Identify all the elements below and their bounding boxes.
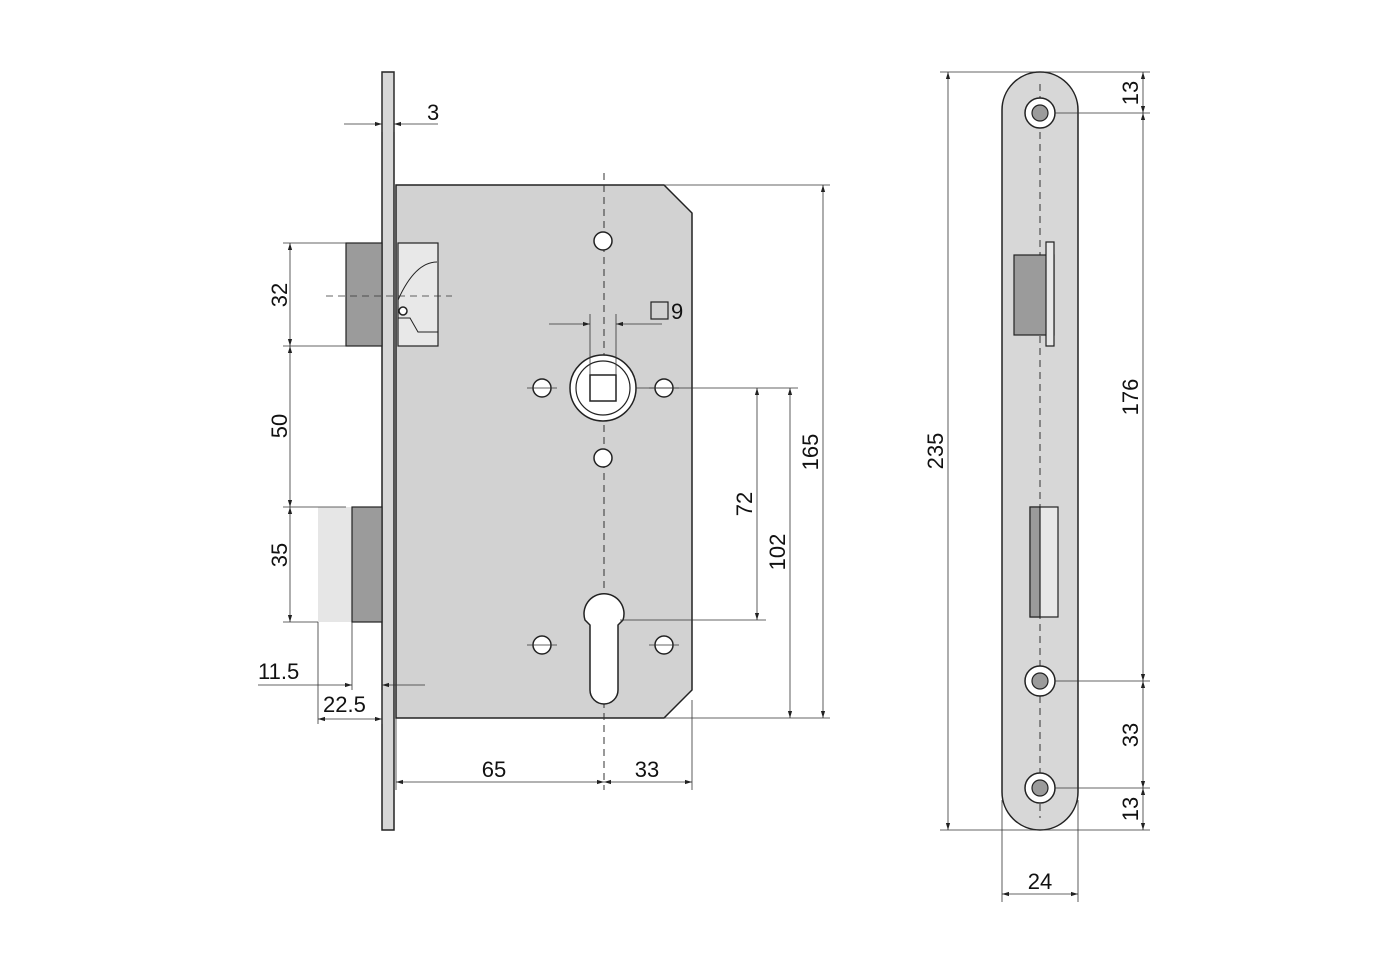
dim-case-height: 165	[798, 434, 823, 471]
spindle-hub	[569, 354, 637, 422]
faceplate-screw-hole	[1024, 97, 1056, 129]
dim-faceplate-width: 24	[1028, 869, 1052, 894]
latch-opening	[1013, 241, 1055, 347]
dim-spindle-to-bottom: 102	[765, 534, 790, 571]
dim-cylinder-to-edge: 33	[635, 757, 659, 782]
dim-center-distance: 72	[732, 492, 757, 516]
dim-latch-to-bolt: 50	[267, 414, 292, 438]
case-screw-hole	[593, 448, 613, 468]
front-view: 235 13 176 33 13 24	[923, 71, 1150, 902]
dim-bolt-throw-b: 22.5	[323, 692, 366, 717]
faceplate-screw-hole	[1024, 665, 1056, 697]
latch-bolt	[345, 242, 439, 347]
dim-backset: 65	[482, 757, 506, 782]
dim-faceplate-length: 235	[923, 433, 948, 470]
cylinder-hole	[583, 593, 625, 705]
dead-bolt	[318, 506, 383, 623]
case-screw-hole	[593, 231, 613, 251]
square-symbol-icon	[650, 301, 669, 320]
bolt-opening	[1029, 506, 1059, 618]
dim-screw-top-offset: 13	[1118, 81, 1143, 105]
dim-faceplate-thickness: 3	[427, 100, 439, 125]
dim-screw-bottom-offset: 13	[1118, 797, 1143, 821]
dim-bolt-throw-a: 11.5	[258, 659, 299, 684]
faceplate-side	[381, 71, 395, 831]
faceplate-screw-hole	[1024, 772, 1056, 804]
dim-spindle-square: 9	[671, 299, 683, 324]
dim-screw-spacing: 176	[1118, 379, 1143, 416]
dim-bolt-height: 35	[267, 543, 292, 567]
side-view: 3 9 32 50 35 11.5 22.5 65 33 72 102 165	[258, 71, 830, 831]
dim-lower-screw-spacing: 33	[1118, 723, 1143, 747]
dim-latch-height: 32	[267, 283, 292, 307]
